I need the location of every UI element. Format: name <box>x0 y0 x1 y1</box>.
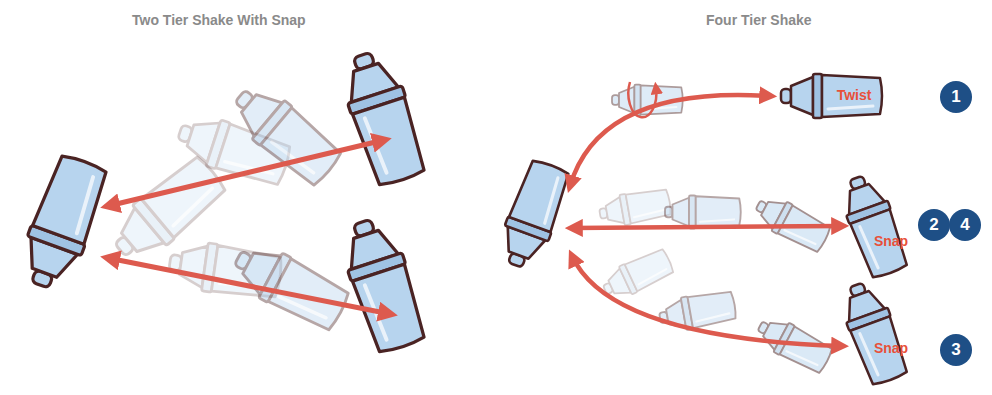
step-number: 2 <box>918 209 950 241</box>
callout-number: 4 <box>960 215 969 235</box>
ghost-shaker <box>750 190 832 255</box>
motion-arrow <box>570 95 770 186</box>
shaker-outline <box>828 175 923 280</box>
shaker <box>335 213 430 356</box>
shaker-node: Snap <box>828 282 923 387</box>
ghost-shaker <box>665 196 741 229</box>
motion-arrow <box>108 258 390 314</box>
motion-arrow <box>572 226 842 228</box>
action-label: Snap <box>864 233 918 249</box>
ghost-shaker <box>597 187 672 230</box>
shaker <box>13 152 112 295</box>
panel-title: Two Tier Shake With Snap <box>132 12 306 28</box>
ghost-shaker <box>103 152 230 270</box>
shaker-node: Twist <box>775 72 887 120</box>
shaker-outline <box>828 282 923 387</box>
ghost-shaker <box>657 289 737 335</box>
shaker <box>335 46 430 189</box>
shaker <box>493 157 573 272</box>
action-label: Twist <box>825 87 883 103</box>
callout-number: 3 <box>951 340 960 360</box>
action-label: Snap <box>864 340 918 356</box>
step-number: 1 <box>940 81 972 113</box>
motion-arrow <box>108 140 384 206</box>
step-number: 4 <box>949 209 981 241</box>
callout-number: 2 <box>929 215 938 235</box>
panel-title: Four Tier Shake <box>706 12 812 28</box>
step-number: 3 <box>940 334 972 366</box>
shaker <box>835 277 911 387</box>
callout-number: 1 <box>951 87 960 107</box>
motion-arrow <box>572 256 842 346</box>
shaker-node: Snap <box>828 175 923 280</box>
shaker <box>835 170 911 280</box>
shaker <box>781 74 882 118</box>
twist-arrow <box>628 82 656 117</box>
